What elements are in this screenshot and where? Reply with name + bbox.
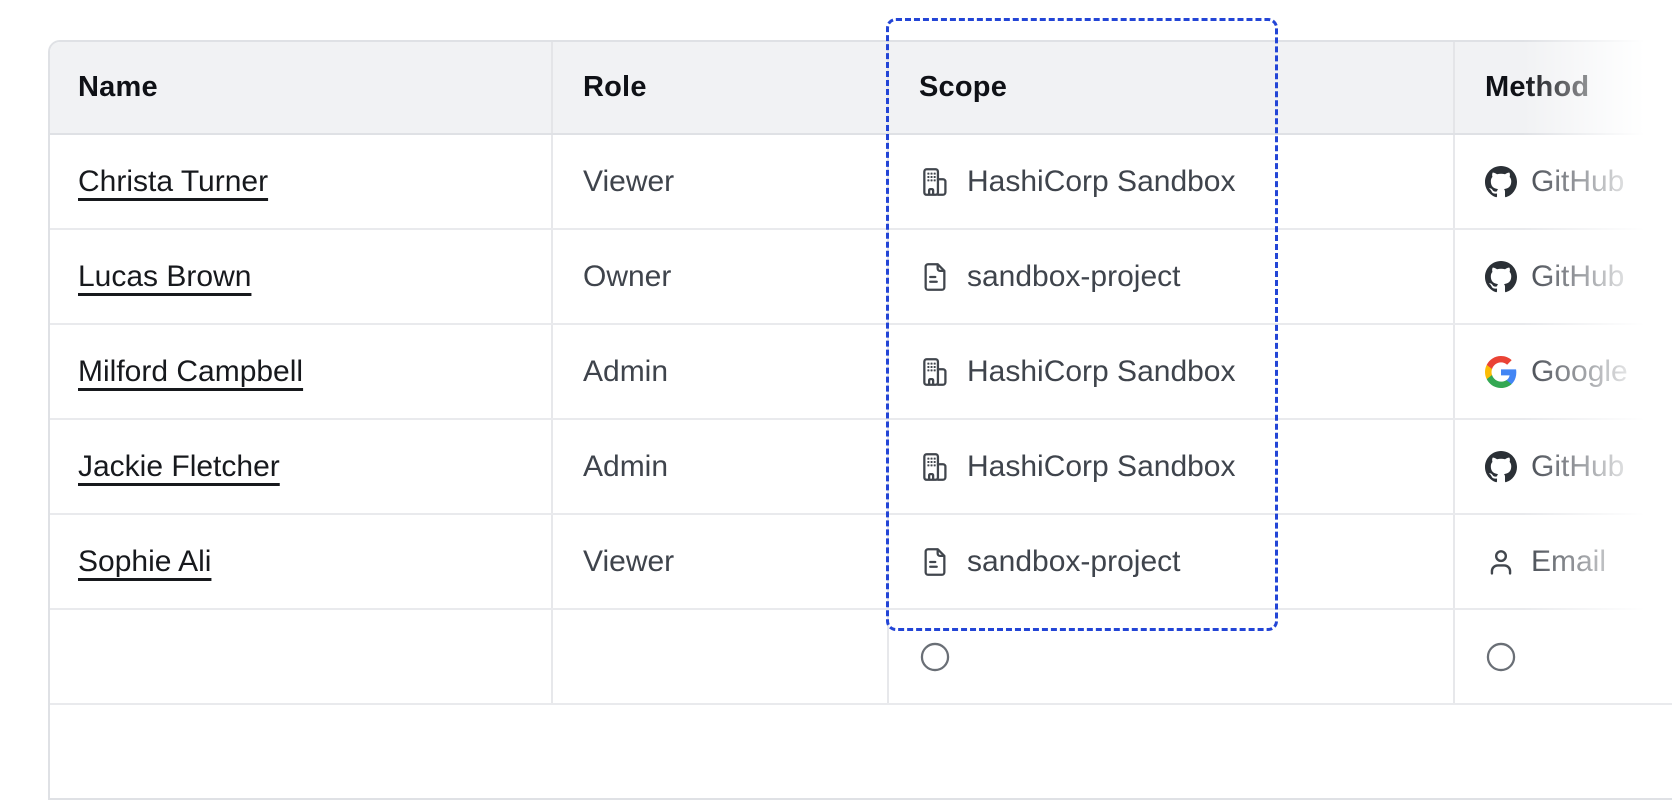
- member-name-link[interactable]: Milford Campbell: [78, 354, 304, 388]
- role-value: Admin: [583, 449, 669, 483]
- partial-icon: [1485, 641, 1517, 673]
- column-header-label: Method: [1485, 71, 1590, 103]
- method-value: GitHub: [1531, 449, 1625, 483]
- role-value: Viewer: [583, 544, 675, 578]
- method-value: Google: [1531, 354, 1628, 388]
- method-cell: Email: [1455, 515, 1672, 608]
- scope-cell: [889, 610, 1455, 703]
- scope-cell: sandbox-project: [889, 515, 1455, 608]
- file-text-icon: [919, 546, 951, 578]
- org-building-icon: [919, 451, 951, 483]
- method-cell: Google: [1455, 325, 1672, 418]
- member-name-link[interactable]: Christa Turner: [78, 164, 269, 198]
- method-cell: GitHub: [1455, 135, 1672, 228]
- github-icon: [1485, 450, 1517, 483]
- github-icon: [1485, 260, 1517, 293]
- scope-cell: HashiCorp Sandbox: [889, 325, 1455, 418]
- org-building-icon: [919, 166, 951, 198]
- role-cell: Viewer: [553, 135, 889, 228]
- scope-cell: HashiCorp Sandbox: [889, 135, 1455, 228]
- column-header-name: Name: [50, 42, 553, 133]
- table-row: Milford Campbell Admin HashiCorp Sandbox…: [50, 325, 1672, 420]
- scope-value: HashiCorp Sandbox: [967, 449, 1236, 483]
- column-header-label: Role: [583, 71, 647, 103]
- table-row: Lucas Brown Owner sandbox-project GitHub: [50, 230, 1672, 325]
- role-value: Viewer: [583, 164, 675, 198]
- method-cell: GitHub: [1455, 420, 1672, 513]
- method-value: Email: [1531, 544, 1607, 578]
- method-cell: [1455, 610, 1672, 703]
- org-building-icon: [919, 356, 951, 388]
- person-icon: [1485, 546, 1517, 578]
- column-header-label: Scope: [919, 71, 1008, 103]
- table-header-row: Name Role Scope Method: [50, 42, 1672, 135]
- member-name-link[interactable]: Jackie Fletcher: [78, 449, 280, 483]
- table-row-partial: [50, 610, 1672, 705]
- google-icon: [1485, 355, 1517, 388]
- name-cell: [50, 610, 553, 703]
- role-value: Admin: [583, 354, 669, 388]
- scope-value: HashiCorp Sandbox: [967, 164, 1236, 198]
- role-cell: [553, 610, 889, 703]
- scope-value: sandbox-project: [967, 544, 1181, 578]
- role-cell: Admin: [553, 420, 889, 513]
- members-table: Name Role Scope Method Christa Turner Vi…: [48, 40, 1672, 800]
- scope-cell: HashiCorp Sandbox: [889, 420, 1455, 513]
- role-cell: Viewer: [553, 515, 889, 608]
- name-cell: Sophie Ali: [50, 515, 553, 608]
- scope-cell: sandbox-project: [889, 230, 1455, 323]
- role-cell: Admin: [553, 325, 889, 418]
- name-cell: Lucas Brown: [50, 230, 553, 323]
- name-cell: Christa Turner: [50, 135, 553, 228]
- role-value: Owner: [583, 259, 672, 293]
- column-header-scope: Scope: [889, 42, 1455, 133]
- table-row: Sophie Ali Viewer sandbox-project Email: [50, 515, 1672, 610]
- method-value: GitHub: [1531, 259, 1625, 293]
- member-name-link[interactable]: Sophie Ali: [78, 544, 212, 578]
- partial-icon: [919, 641, 951, 673]
- table-row: Jackie Fletcher Admin HashiCorp Sandbox …: [50, 420, 1672, 515]
- github-icon: [1485, 165, 1517, 198]
- scope-value: sandbox-project: [967, 259, 1181, 293]
- name-cell: Milford Campbell: [50, 325, 553, 418]
- role-cell: Owner: [553, 230, 889, 323]
- column-header-label: Name: [78, 71, 158, 103]
- method-cell: GitHub: [1455, 230, 1672, 323]
- column-header-role: Role: [553, 42, 889, 133]
- name-cell: Jackie Fletcher: [50, 420, 553, 513]
- member-name-link[interactable]: Lucas Brown: [78, 259, 252, 293]
- scope-value: HashiCorp Sandbox: [967, 354, 1236, 388]
- file-text-icon: [919, 261, 951, 293]
- method-value: GitHub: [1531, 164, 1625, 198]
- table-row: Christa Turner Viewer HashiCorp Sandbox …: [50, 135, 1672, 230]
- column-header-method: Method: [1455, 42, 1672, 133]
